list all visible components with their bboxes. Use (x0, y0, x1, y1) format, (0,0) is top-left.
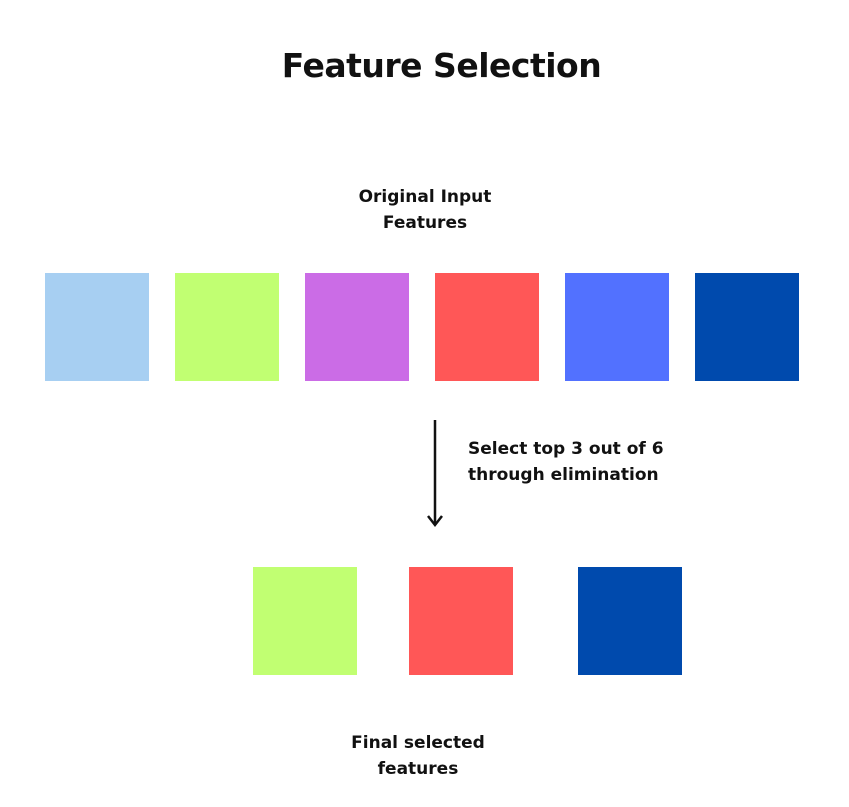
down-arrow-icon (427, 420, 443, 528)
original-features-caption: Original Input Features (325, 184, 525, 236)
original-caption-line-2: Features (382, 213, 468, 233)
selection-step-caption: Select top 3 out of 6 through eliminatio… (468, 436, 708, 488)
original-feature-2 (175, 273, 279, 381)
selected-feature-2 (409, 567, 513, 675)
original-feature-4 (435, 273, 539, 381)
original-feature-6 (695, 273, 799, 381)
original-feature-1 (45, 273, 149, 381)
final-features-caption: Final selected features (318, 730, 518, 782)
original-caption-line-1: Original Input (358, 187, 492, 207)
original-feature-3 (305, 273, 409, 381)
step-caption-line-1: Select top 3 out of 6 (468, 439, 664, 459)
diagram-title: Feature Selection (281, 46, 602, 85)
selected-feature-1 (253, 567, 357, 675)
step-caption-line-2: through elimination (468, 465, 659, 485)
original-feature-5 (565, 273, 669, 381)
final-caption-line-2: features (377, 759, 459, 779)
final-caption-line-1: Final selected (351, 733, 485, 753)
selected-feature-3 (578, 567, 682, 675)
